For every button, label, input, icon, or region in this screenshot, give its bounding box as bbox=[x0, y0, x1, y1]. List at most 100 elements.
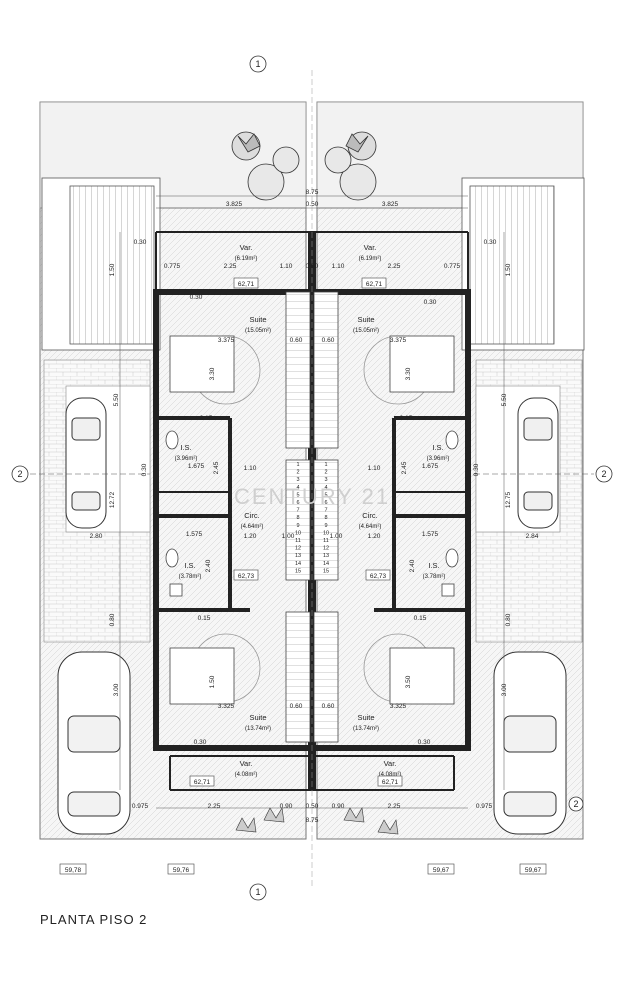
room-name: Suite bbox=[249, 713, 266, 722]
dimension-label: 0.975 bbox=[132, 803, 149, 810]
dimension-label: 3.375 bbox=[390, 337, 407, 344]
dimension-label: 1.20 bbox=[368, 533, 381, 540]
stair-step-number: 12 bbox=[295, 546, 301, 552]
dimension-label: 0.15 bbox=[198, 615, 211, 622]
dimension-label: 1.50 bbox=[109, 263, 116, 276]
room-name: Suite bbox=[249, 315, 266, 324]
dimension-label: 0.30 bbox=[424, 299, 437, 306]
room-name: Var. bbox=[240, 243, 253, 252]
stair-step-number: 14 bbox=[295, 561, 301, 567]
dimension-label: 0.15 bbox=[414, 615, 427, 622]
level-value: 62,73 bbox=[238, 573, 255, 580]
room-name: Suite bbox=[357, 315, 374, 324]
dimension-label: 3.825 bbox=[382, 201, 399, 208]
dimension-label: 0.775 bbox=[444, 263, 461, 270]
room-area: (3.78m²) bbox=[423, 574, 446, 580]
room-name: I.S. bbox=[428, 561, 439, 570]
dimension-label: 2.25 bbox=[208, 803, 221, 810]
stair-step-number: 7 bbox=[296, 508, 299, 514]
stair-step-number: 4 bbox=[324, 485, 327, 491]
stair-step-number: 3 bbox=[296, 477, 299, 483]
level-value: 62,73 bbox=[370, 573, 387, 580]
stair-step-number: 9 bbox=[296, 523, 299, 529]
room-name: Var. bbox=[384, 759, 397, 768]
dimension-label: 0.975 bbox=[476, 803, 493, 810]
dimension-label: 2.45 bbox=[401, 461, 408, 474]
stair-step-number: 13 bbox=[323, 553, 329, 559]
room-area: (3.96m²) bbox=[427, 456, 450, 462]
axis-label: 1 bbox=[255, 887, 260, 897]
dimension-label: 0.50 bbox=[306, 263, 319, 270]
dimension-label: 0.30 bbox=[473, 463, 480, 476]
room-area: (3.78m²) bbox=[179, 574, 202, 580]
bed-icon bbox=[169, 335, 455, 705]
stair-step-number: 3 bbox=[324, 477, 327, 483]
stair-step-number: 14 bbox=[323, 561, 329, 567]
dimension-lines bbox=[30, 70, 594, 888]
room-name: Circ. bbox=[362, 511, 377, 520]
watermark: CENTURY 21 bbox=[234, 484, 390, 509]
level-value: 62,71 bbox=[194, 779, 211, 786]
dimension-label: 12.72 bbox=[109, 491, 116, 508]
stair-step-number: 4 bbox=[296, 485, 299, 491]
stair-step-number: 6 bbox=[324, 500, 327, 506]
stair-step-number: 2 bbox=[296, 470, 299, 476]
dimension-label: 1.20 bbox=[244, 533, 257, 540]
dimension-label: 3.325 bbox=[390, 703, 407, 710]
room-name: Var. bbox=[240, 759, 253, 768]
dimension-label: 2.25 bbox=[388, 803, 401, 810]
room-name: Suite bbox=[357, 713, 374, 722]
dimension-label: 0.80 bbox=[505, 613, 512, 626]
dimension-label: 5.50 bbox=[113, 393, 120, 406]
dimension-label: 1.50 bbox=[209, 675, 216, 688]
dimension-label: 3.375 bbox=[218, 337, 235, 344]
level-value: 62,71 bbox=[366, 281, 383, 288]
axis-label: 2 bbox=[601, 469, 606, 479]
dimension-label: 1.00 bbox=[330, 533, 343, 540]
dimension-label: 0.15 bbox=[200, 415, 213, 422]
level-value: 59,76 bbox=[173, 867, 190, 874]
dimension-label: 0.30 bbox=[141, 463, 148, 476]
stair-step-number: 6 bbox=[296, 500, 299, 506]
stair-step-number: 2 bbox=[324, 470, 327, 476]
dimension-label: 0.50 bbox=[306, 803, 319, 810]
level-value: 59,67 bbox=[433, 867, 450, 874]
dimension-label: 1.50 bbox=[505, 263, 512, 276]
room-name: I.S. bbox=[184, 561, 195, 570]
level-value: 62,71 bbox=[238, 281, 255, 288]
room-area: (13.74m²) bbox=[353, 726, 379, 732]
dimension-label: 2.45 bbox=[213, 461, 220, 474]
dimension-label: 12.75 bbox=[505, 491, 512, 508]
stair-step-number: 5 bbox=[296, 492, 299, 498]
dimension-label: 0.80 bbox=[109, 613, 116, 626]
room-area: (4.64m²) bbox=[241, 524, 264, 530]
dimension-label: 0.60 bbox=[322, 703, 335, 710]
level-value: 59,78 bbox=[65, 867, 82, 874]
stair-step-number: 7 bbox=[324, 508, 327, 514]
dimension-label: 2.84 bbox=[526, 533, 539, 540]
stair-step-number: 1 bbox=[324, 462, 327, 468]
room-name: I.S. bbox=[432, 443, 443, 452]
dimension-label: 1.675 bbox=[188, 463, 205, 470]
level-value: 59,67 bbox=[525, 867, 542, 874]
room-area: (15.05m²) bbox=[245, 328, 271, 334]
dimension-label: 3.825 bbox=[226, 201, 243, 208]
room-name: Circ. bbox=[244, 511, 259, 520]
stair-step-number: 15 bbox=[323, 568, 329, 574]
stairs bbox=[285, 291, 339, 743]
canopy-area bbox=[41, 177, 585, 351]
axis-label: 1 bbox=[255, 59, 260, 69]
car-icon bbox=[57, 397, 567, 835]
dimension-label: 2.40 bbox=[409, 559, 416, 572]
dimension-label: 3.30 bbox=[405, 367, 412, 380]
axis-label: 2 bbox=[17, 469, 22, 479]
dimension-label: 1.575 bbox=[186, 531, 203, 538]
dimension-label: 5.50 bbox=[501, 393, 508, 406]
dimension-label: 1.675 bbox=[422, 463, 439, 470]
dimension-label: 0.30 bbox=[418, 739, 431, 746]
room-area: (6.19m²) bbox=[235, 256, 258, 262]
plant-icon bbox=[231, 131, 377, 201]
dimension-label: 0.90 bbox=[332, 803, 345, 810]
level-tag bbox=[59, 277, 547, 875]
